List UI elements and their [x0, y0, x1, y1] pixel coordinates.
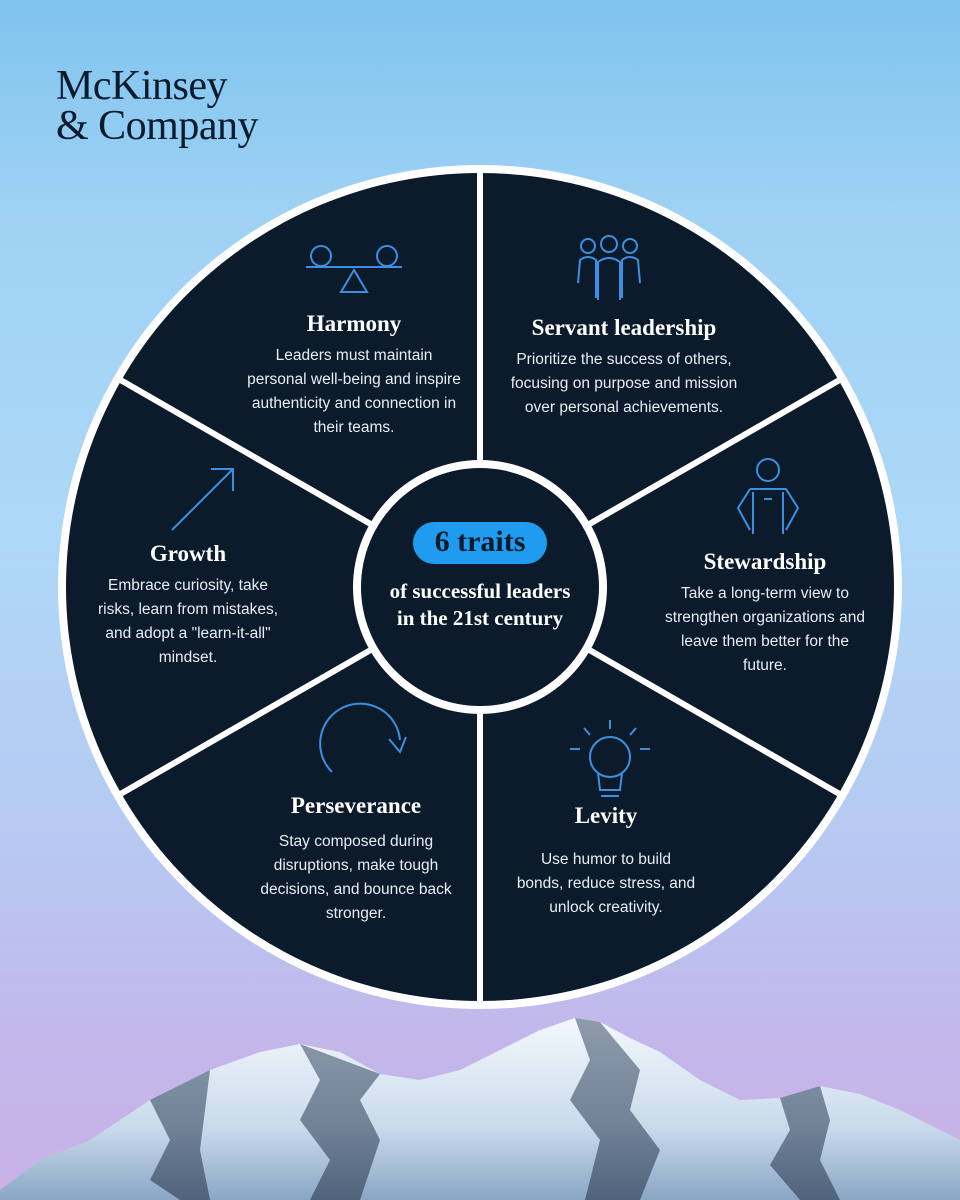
trait-servant-leadership: Servant leadership Prioritize the succes… [508, 314, 740, 420]
arrow-up-right-icon [171, 468, 234, 531]
mountain-silhouette [0, 1018, 960, 1200]
person-icon [736, 458, 800, 534]
lightbulb-icon [570, 720, 650, 797]
center-subtitle: of successful leaders in the 21st centur… [389, 579, 571, 630]
group-icon [577, 235, 641, 300]
trait-description: Use humor to build bonds, reduce stress,… [516, 851, 696, 916]
brand-line-1: McKinsey [56, 63, 227, 109]
trait-title: Growth [149, 541, 227, 566]
circular-arrow-icon [319, 702, 407, 773]
trait-title: Stewardship [703, 549, 827, 574]
trait-description: Embrace curiosity, take risks, learn fro… [98, 577, 279, 666]
brand-logo: McKinsey & Company [56, 63, 259, 149]
trait-description: Stay composed during disruptions, make t… [260, 833, 452, 922]
brand-line-2: & Company [56, 103, 259, 149]
balance-icon [306, 245, 402, 293]
trait-perseverance: Perseverance Stay composed during disrup… [258, 792, 454, 926]
traits-count-pill: 6 traits [412, 522, 548, 564]
trait-title: Levity [574, 803, 638, 828]
trait-description: Leaders must maintain personal well-bein… [247, 347, 461, 436]
trait-title: Perseverance [290, 793, 422, 818]
center-label: 6 traits of successful leaders in the 21… [380, 522, 580, 632]
trait-title: Harmony [306, 311, 402, 336]
trait-growth: Growth Embrace curiosity, take risks, le… [98, 540, 278, 670]
trait-description: Prioritize the success of others, focusi… [510, 351, 738, 416]
trait-levity: Levity Use humor to build bonds, reduce … [516, 802, 696, 920]
trait-stewardship: Stewardship Take a long-term view to str… [662, 548, 868, 678]
mountain-rock-shadows [150, 1018, 840, 1200]
trait-description: Take a long-term view to strengthen orga… [665, 585, 865, 674]
mountain-range-image [0, 1018, 960, 1200]
trait-title: Servant leadership [531, 315, 717, 340]
trait-harmony: Harmony Leaders must maintain personal w… [246, 310, 462, 440]
